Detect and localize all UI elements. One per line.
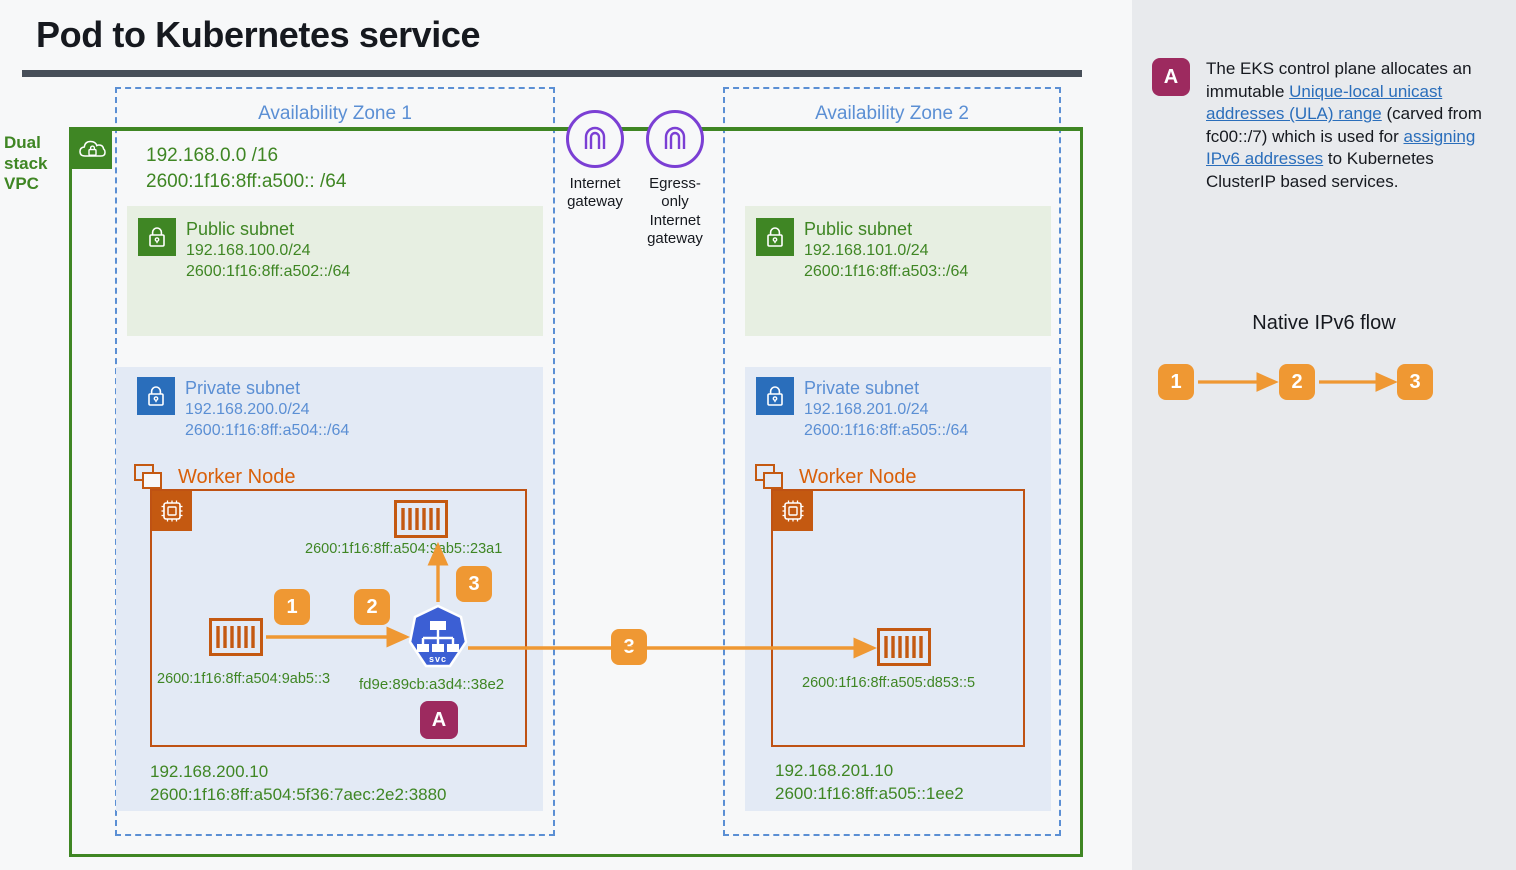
worker-node-ipv4-az2: 192.168.201.10 xyxy=(775,761,894,780)
vpc-label: Dual stack VPC xyxy=(4,133,68,195)
svg-text:svc: svc xyxy=(429,654,447,664)
note-a-text: The EKS control plane allocates an immut… xyxy=(1206,58,1496,194)
worker-node-ipv6-az1: 2600:1f16:8ff:a504:5f36:7aec:2e2:3880 xyxy=(150,785,447,804)
source-pod-icon-az1 xyxy=(209,618,263,656)
flow-step-3-local-badge: 3 xyxy=(456,566,492,602)
igw-label-line-1: Internet xyxy=(569,175,621,192)
title-divider xyxy=(22,70,1082,77)
internet-gateway-label: Internet gateway xyxy=(566,175,624,212)
igw-label-line-2: gateway xyxy=(567,193,623,211)
sidebar-panel: A The EKS control plane allocates an imm… xyxy=(1132,0,1516,870)
legend-step-2-badge: 2 xyxy=(1279,364,1315,400)
note-segment-2: (carved from fc00::/7) which is used for xyxy=(1206,104,1482,146)
legend-step-1-badge: 1 xyxy=(1158,364,1194,400)
note-segment-0: The EKS control plane allocates an immut… xyxy=(1206,59,1472,101)
vpc-label-line-3: VPC xyxy=(4,174,39,194)
note-marker-a-badge: A xyxy=(420,701,458,739)
note-a-marker: A xyxy=(1152,58,1190,96)
legend-step-3-badge: 3 xyxy=(1397,364,1433,400)
kubernetes-service-icon: svc xyxy=(407,604,469,670)
worker-node-group-icon-az1 xyxy=(134,464,168,494)
availability-zone-2: Availability Zone 2 xyxy=(723,87,1061,836)
az1-private-subnet-cidr-v6: 2600:1f16:8ff:a504::/64 xyxy=(185,421,350,439)
private-subnet-lock-icon xyxy=(756,377,794,415)
target-pod-icon-az1 xyxy=(394,500,448,538)
worker-node-group-icon-az2 xyxy=(755,464,789,494)
assigning-ipv6-addresses-link[interactable]: assigning IPv6 addresses xyxy=(1206,126,1476,169)
az1-public-subnet-cidr-v4: 192.168.100.0/24 xyxy=(186,242,311,260)
public-subnet-lock-icon xyxy=(756,218,794,256)
az1-private-subnet-cidr-v4: 192.168.200.0/24 xyxy=(185,401,310,419)
az1-public-subnet-cidr-v6: 2600:1f16:8ff:a502::/64 xyxy=(186,262,351,280)
ula-range-link[interactable]: Unique-local unicast addresses (ULA) ran… xyxy=(1206,81,1443,124)
source-pod-address-az1: 2600:1f16:8ff:a504:9ab5::3 xyxy=(157,671,331,687)
ec2-chip-icon-az2 xyxy=(773,491,813,531)
az1-private-subnet-name: Private subnet xyxy=(185,378,301,398)
service-cluster-ip-address: fd9e:89cb:a3d4::38e2 xyxy=(359,676,505,693)
flow-step-1-badge: 1 xyxy=(274,589,310,625)
worker-node-label-az1: Worker Node xyxy=(178,466,296,488)
vpc-cidr-block: 192.168.0.0 /16 2600:1f16:8ff:a500:: /64 xyxy=(146,143,346,194)
egress-only-internet-gateway-icon xyxy=(646,110,704,168)
internet-gateway-icon xyxy=(566,110,624,168)
page-title: Pod to Kubernetes service xyxy=(36,14,481,55)
az2-public-subnet-cidr-v4: 192.168.101.0/24 xyxy=(804,242,929,260)
vpc-label-line-2: stack xyxy=(4,153,48,173)
private-subnet-lock-icon xyxy=(137,377,175,415)
az2-public-subnet-cidr-v6: 2600:1f16:8ff:a503::/64 xyxy=(804,262,969,280)
note-segment-4: to Kubernetes ClusterIP based services. xyxy=(1206,149,1434,192)
vpc-cidr-v4: 192.168.0.0 /16 xyxy=(146,145,279,166)
diagram-canvas: Pod to Kubernetes service Availability Z… xyxy=(4,14,1083,857)
az1-title: Availability Zone 1 xyxy=(258,103,412,124)
az2-public-subnet-name: Public subnet xyxy=(804,219,913,239)
az2-public-subnet: Public subnet 192.168.101.0/24 2600:1f16… xyxy=(745,206,1051,336)
target-pod-address-az1: 2600:1f16:8ff:a504:9ab5::23a1 xyxy=(305,541,503,557)
eigw-label-line-3: gateway xyxy=(647,229,703,247)
note-a: A The EKS control plane allocates an imm… xyxy=(1152,58,1496,194)
az2-title: Availability Zone 2 xyxy=(815,103,969,124)
az1-public-subnet-name: Public subnet xyxy=(186,219,295,239)
worker-node-ipv6-az2: 2600:1f16:8ff:a505::1ee2 xyxy=(775,784,964,803)
vpc-cloud-lock-icon xyxy=(71,128,112,169)
legend-arrows xyxy=(1198,372,1398,392)
eigw-label-line-2: Internet xyxy=(649,211,701,229)
vpc-label-line-1: Dual xyxy=(4,133,41,152)
ec2-chip-icon-az1 xyxy=(152,491,192,531)
eigw-label: Egress-only Internet gateway xyxy=(646,175,704,248)
worker-node-label-az2: Worker Node xyxy=(799,466,917,488)
worker-node-box-az2 xyxy=(771,489,1025,747)
az1-public-subnet: Public subnet 192.168.100.0/24 2600:1f16… xyxy=(127,206,543,336)
eigw-label-line-1: Egress-only xyxy=(649,175,701,211)
legend-title: Native IPv6 flow xyxy=(1252,312,1396,334)
flow-step-3-cross-az-badge: 3 xyxy=(611,629,647,665)
vpc-cidr-v6: 2600:1f16:8ff:a500:: /64 xyxy=(146,170,347,192)
public-subnet-lock-icon xyxy=(138,218,176,256)
egress-only-internet-gateway[interactable]: Egress-only Internet gateway xyxy=(646,110,704,248)
destination-pod-icon-az2 xyxy=(877,628,931,666)
destination-pod-address-az2: 2600:1f16:8ff:a505:d853::5 xyxy=(802,675,976,691)
az2-private-subnet: Private subnet 192.168.201.0/24 2600:1f1… xyxy=(745,367,1051,811)
flow-step-2-badge: 2 xyxy=(354,589,390,625)
az2-private-subnet-cidr-v4: 192.168.201.0/24 xyxy=(804,401,929,419)
internet-gateway[interactable]: Internet gateway xyxy=(566,110,624,212)
worker-node-ipv4-az1: 192.168.200.10 xyxy=(150,762,269,781)
az2-private-subnet-name: Private subnet xyxy=(804,378,920,398)
worker-node-box-az1 xyxy=(150,489,527,747)
az2-private-subnet-cidr-v6: 2600:1f16:8ff:a505::/64 xyxy=(804,421,969,439)
